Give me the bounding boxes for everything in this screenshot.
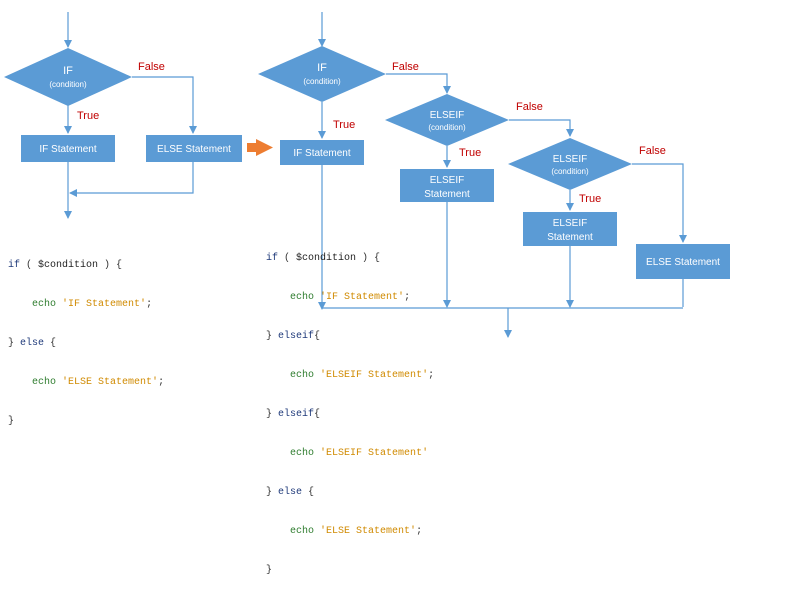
right-flowchart-lines bbox=[318, 12, 687, 338]
left-if-decision-title: IF bbox=[63, 65, 73, 77]
left-else-merge-connector bbox=[69, 162, 194, 197]
right-elseif-2-statement-line2: Statement bbox=[547, 232, 593, 243]
left-else-statement-label: ELSE Statement bbox=[157, 144, 231, 155]
right-true-1-label: True bbox=[333, 119, 355, 131]
left-false-label: False bbox=[138, 61, 165, 73]
right-true-3-label: True bbox=[579, 193, 601, 205]
right-elseif-1-decision bbox=[385, 94, 509, 146]
right-if-statement-label: IF Statement bbox=[293, 148, 350, 159]
right-code-line-1: if ( $condition ) { bbox=[266, 253, 381, 264]
left-code-line-3: } else { bbox=[8, 338, 57, 349]
left-else-statement-box bbox=[146, 135, 242, 162]
right-code-snippet: if ( $condition ) { echo 'IF Statement';… bbox=[266, 226, 434, 590]
right-false-1-connector bbox=[386, 73, 451, 94]
left-code-line-4: echo 'ELSE Statement'; bbox=[32, 377, 165, 388]
right-elseif-1-title: ELSEIF bbox=[430, 110, 464, 121]
right-elseif-2-subtitle: (condition) bbox=[551, 167, 589, 176]
right-elseif-1-statement-box bbox=[400, 169, 494, 202]
right-elseif-1-statement-line2: Statement bbox=[424, 189, 470, 200]
right-true-2-label: True bbox=[459, 147, 481, 159]
right-elseif-2-decision bbox=[508, 138, 632, 190]
left-code-line-1: if ( $condition ) { bbox=[8, 260, 123, 271]
transition-arrow-icon bbox=[247, 139, 273, 156]
right-false-2-label: False bbox=[516, 101, 543, 113]
left-if-decision bbox=[4, 48, 132, 106]
flowchart-canvas: IF (condition) False True IF Statement E… bbox=[4, 12, 730, 338]
right-false-3-connector bbox=[632, 163, 687, 243]
right-else-statement-box bbox=[636, 244, 730, 279]
left-if-statement-box bbox=[21, 135, 115, 162]
right-elseif-2-statement-line1: ELSEIF bbox=[553, 218, 587, 229]
right-code-line-6: echo 'ELSEIF Statement' bbox=[290, 448, 429, 459]
right-if-statement-box bbox=[280, 140, 364, 165]
left-code-line-5: } bbox=[8, 416, 15, 427]
left-if-statement-label: IF Statement bbox=[39, 144, 96, 155]
right-elseif-1-statement-line1: ELSEIF bbox=[430, 175, 464, 186]
right-if-decision-title: IF bbox=[317, 62, 327, 74]
left-true-label: True bbox=[77, 110, 99, 122]
right-false-3-label: False bbox=[639, 145, 666, 157]
left-if-decision-subtitle: (condition) bbox=[49, 80, 87, 89]
right-code-line-8: echo 'ELSE Statement'; bbox=[290, 526, 423, 537]
right-elseif-2-statement-box bbox=[523, 212, 617, 246]
right-code-line-3: } elseif{ bbox=[266, 331, 321, 342]
right-if-decision-subtitle: (condition) bbox=[303, 77, 341, 86]
right-false-1-label: False bbox=[392, 61, 419, 73]
right-code-line-7: } else { bbox=[266, 487, 315, 498]
left-flowchart bbox=[64, 12, 197, 219]
right-elseif-1-subtitle: (condition) bbox=[428, 123, 466, 132]
right-code-line-2: echo 'IF Statement'; bbox=[290, 292, 411, 303]
left-code-line-2: echo 'IF Statement'; bbox=[32, 299, 153, 310]
right-code-line-9: } bbox=[266, 565, 273, 576]
left-false-connector bbox=[132, 76, 197, 134]
right-false-2-connector bbox=[509, 119, 574, 137]
right-code-line-4: echo 'ELSEIF Statement'; bbox=[290, 370, 435, 381]
right-else-statement-label: ELSE Statement bbox=[646, 257, 720, 268]
right-elseif-2-title: ELSEIF bbox=[553, 154, 587, 165]
left-code-snippet: if ( $condition ) { echo 'IF Statement';… bbox=[8, 233, 164, 441]
right-if-decision bbox=[258, 46, 386, 102]
